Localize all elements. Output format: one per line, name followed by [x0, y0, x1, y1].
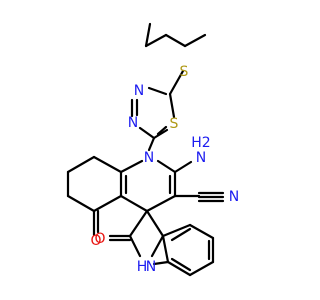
- bond: [152, 260, 170, 266]
- bond: [161, 234, 170, 264]
- amino-h2-label: H2: [191, 135, 210, 151]
- bond: [66, 194, 96, 213]
- bond: [144, 33, 168, 48]
- bond: [173, 160, 193, 174]
- bond: [170, 257, 192, 272]
- ring-nitrogen-label: N: [144, 150, 154, 166]
- bond: [119, 194, 149, 213]
- bond: [183, 33, 207, 48]
- lactam-oxygen-label: O: [94, 231, 105, 247]
- bond: [170, 227, 192, 242]
- bond: [138, 126, 156, 140]
- bond: [145, 209, 165, 238]
- nitrile-nitrogen-label: N: [229, 189, 239, 205]
- bond: [188, 260, 215, 277]
- thiadiazole-ring: [130, 69, 185, 152]
- ketone-oxygen-label: O: [90, 233, 101, 249]
- bond: [144, 22, 152, 48]
- bond: [150, 234, 165, 258]
- bond: [152, 128, 169, 140]
- bond: [156, 159, 177, 174]
- amino-nitrogen-label: N: [196, 150, 206, 166]
- oxindole-ring: [108, 209, 215, 277]
- bond: [161, 223, 192, 238]
- pyridine-ring: [119, 159, 177, 213]
- indole-n-label: N: [146, 259, 156, 275]
- bond: [128, 234, 142, 258]
- bond: [147, 136, 156, 152]
- thiadiazole-nitrogen-label-b: N: [128, 115, 138, 131]
- molecule-structure: S N N S N N H2 N O O H N: [66, 22, 239, 277]
- bond: [119, 159, 144, 174]
- bond: [66, 155, 96, 174]
- bond: [166, 260, 192, 277]
- bond: [164, 33, 187, 48]
- thiadiazole-sulfur-label: S: [170, 116, 179, 132]
- bond: [188, 223, 215, 240]
- bond: [168, 69, 185, 96]
- bond: [168, 92, 176, 119]
- cyclohexanone-ring: [66, 155, 123, 237]
- bond: [92, 194, 123, 213]
- indole-h-label: H: [137, 259, 148, 275]
- thioether-sulfur-label: S: [180, 64, 189, 80]
- nitrile-group: [173, 191, 225, 203]
- bond: [92, 155, 123, 174]
- bond: [128, 209, 149, 238]
- thiadiazole-nitrogen-label-a: N: [134, 83, 144, 99]
- bond: [156, 125, 168, 136]
- isopropyl-group: [144, 22, 207, 48]
- bond: [145, 194, 177, 213]
- bond: [147, 86, 168, 96]
